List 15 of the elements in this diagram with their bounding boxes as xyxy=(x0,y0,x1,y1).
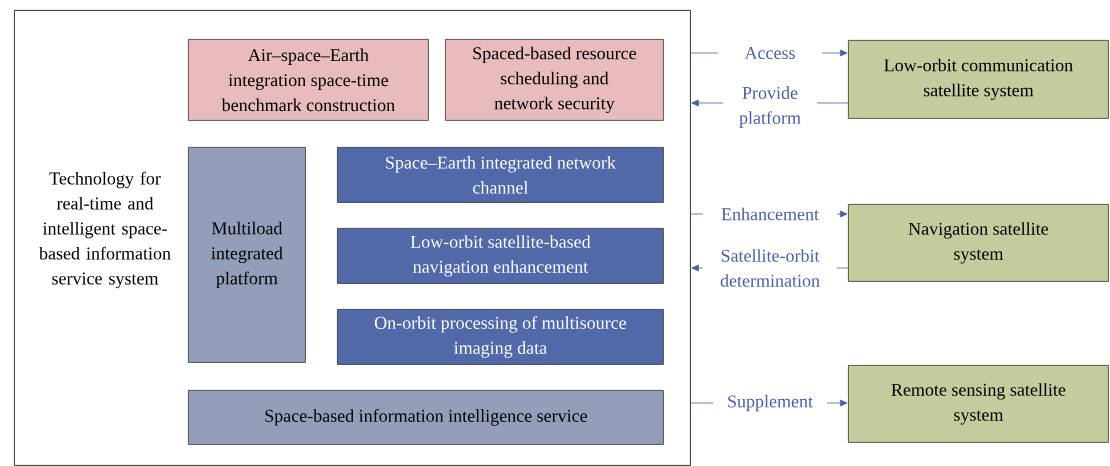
edge-label: Access xyxy=(718,44,822,61)
technology-box: Low-orbit satellite-based navigation enhancement xyxy=(337,228,664,284)
service-box: Space-based information intelligence service xyxy=(188,390,664,445)
platform-box: Multiload integrated platform xyxy=(188,147,306,363)
satellite-system-box: Low-orbit communication satellite system xyxy=(848,40,1109,119)
edge-label: Satellite-orbit determination xyxy=(703,247,837,289)
satellite-system-box: Remote sensing satellite system xyxy=(848,365,1109,443)
edge-label: Supplement xyxy=(713,392,827,414)
technology-box: Spaced-based resource scheduling and network security xyxy=(445,39,664,121)
technology-box: On-orbit processing of multisource imaging data xyxy=(337,309,664,365)
edge-label: Enhancement xyxy=(703,205,837,223)
technology-box: Space–Earth integrated network channel xyxy=(337,147,664,203)
edge-label: Provide platform xyxy=(723,84,817,130)
technology-box: Air–space–Earth integration space-time benchmark construction xyxy=(188,39,429,121)
satellite-system-box: Navigation satellite system xyxy=(848,204,1109,282)
